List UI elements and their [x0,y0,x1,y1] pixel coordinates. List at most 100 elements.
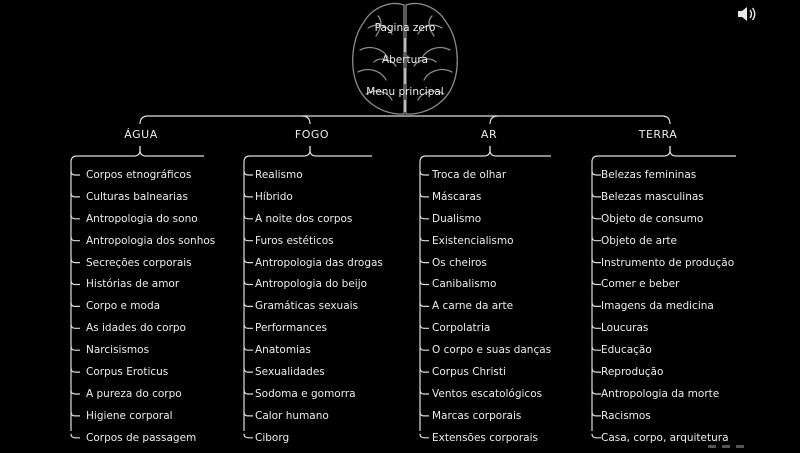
nav-opening[interactable]: Abertura [381,54,429,66]
item-connector [70,258,80,264]
menu-item[interactable]: Higiene corporal [86,409,173,422]
menu-item[interactable]: Antropologia da morte [601,387,720,400]
item-connector [419,236,429,242]
item-connector [243,324,253,329]
item-connector [591,302,601,307]
menu-item[interactable]: Antropologia das drogas [255,256,383,269]
menu-item[interactable]: Existencialismo [432,234,514,247]
menu-item[interactable]: O corpo e suas danças [432,344,552,357]
item-connector [419,258,429,264]
item-connector [419,192,429,198]
menu-item[interactable]: Reprodução [601,366,664,379]
item-connector [419,214,429,220]
menu-item[interactable]: Máscaras [432,190,482,203]
item-connector [419,368,429,373]
menu-item[interactable]: Os cheiros [432,256,487,269]
menu-item[interactable]: Loucuras [601,322,649,335]
menu-item[interactable]: Objeto de arte [601,234,677,247]
menu-item[interactable]: Sexualidades [255,366,325,379]
item-connector [419,280,429,286]
menu-item[interactable]: Secreções corporais [86,256,192,269]
menu-item[interactable]: Gramáticas sexuais [255,300,359,313]
item-connector [591,389,601,395]
item-connector [591,368,601,373]
menu-item[interactable]: Ventos escatológicos [432,387,543,400]
menu-item[interactable]: Corpo e moda [86,300,161,313]
menu-item[interactable]: Belezas masculinas [601,190,704,203]
menu-item[interactable]: Imagens da medicina [601,300,714,313]
menu-item[interactable]: Marcas corporais [432,409,522,422]
menu-item[interactable]: Dualismo [432,212,482,225]
menu-item[interactable]: As idades do corpo [86,322,186,335]
menu-item[interactable]: Corpus Christi [432,366,506,379]
menu-item[interactable]: Canibalismo [432,278,497,291]
menu-item[interactable]: Narcisismos [86,344,150,357]
item-connector [591,324,601,329]
item-connector [70,302,80,307]
menu-item[interactable]: Realismo [255,169,303,181]
item-connector [243,258,253,264]
item-connector [419,346,429,351]
item-connector [419,433,429,439]
menu-item[interactable]: Troca de olhar [432,169,507,181]
menu-item[interactable]: Híbrido [255,190,293,203]
speaker-icon[interactable] [736,5,758,23]
menu-item[interactable]: Ciborg [255,431,290,444]
menu-item[interactable]: Corpus Eroticus [86,366,169,379]
menu-item[interactable]: Antropologia do sono [86,212,198,225]
menu-item[interactable]: Racismos [601,409,651,422]
item-connector [70,170,80,176]
menu-item[interactable]: Casa, corpo, arquitetura [601,431,729,444]
menu-item[interactable]: Educação [601,344,652,357]
nav-main-menu[interactable]: Menu principal [366,86,444,98]
item-connector [243,368,253,373]
item-connector [243,433,253,439]
item-connector [70,324,80,329]
item-connector [70,389,80,395]
item-connector [70,192,80,198]
menu-item[interactable]: Objeto de consumo [601,212,704,225]
pagination-dots [708,445,744,448]
nav-page-zero[interactable]: Pagina zero [374,22,436,34]
menu-item[interactable]: Calor humano [255,409,329,422]
item-connector [70,346,80,351]
menu-item[interactable]: Antropologia do beijo [255,278,368,291]
item-connector [591,214,601,220]
menu-item[interactable]: Culturas balnearias [86,190,188,203]
item-connector [243,302,253,307]
menu-item[interactable]: Corpos de passagem [86,431,197,444]
item-connector [70,433,80,439]
menu-item[interactable]: Corpolatria [432,322,491,335]
menu-item[interactable]: Belezas femininas [601,169,697,181]
menu-item[interactable]: Histórias de amor [86,278,180,291]
menu-item[interactable]: Antropologia dos sonhos [86,234,216,247]
menu-item[interactable]: Comer e beber [601,278,680,291]
element-title-fogo[interactable]: FOGO [294,128,330,141]
item-connector [419,324,429,329]
item-connector [70,368,80,373]
menu-item[interactable]: A noite dos corpos [255,212,353,225]
item-connector [419,170,429,176]
menu-item[interactable]: Corpos etnográficos [86,169,192,181]
element-title-ar[interactable]: AR [480,128,498,141]
element-title-terra[interactable]: TERRA [638,128,678,141]
menu-item[interactable]: Extensões corporais [432,431,538,444]
menu-item[interactable]: Furos estéticos [255,234,334,247]
item-connector [591,192,601,198]
item-connector [591,433,601,439]
item-connector [243,192,253,198]
menu-item[interactable]: Anatomias [255,344,311,357]
item-connector [243,236,253,242]
element-title-agua[interactable]: ÁGUA [124,128,158,141]
item-connector [419,389,429,395]
menu-item[interactable]: Sodoma e gomorra [255,387,356,400]
item-connector [419,302,429,307]
menu-item[interactable]: Performances [255,322,328,335]
menu-item[interactable]: A carne da arte [432,300,514,313]
menu-item[interactable]: Instrumento de produção [601,256,735,269]
menu-item[interactable]: A pureza do corpo [86,387,182,400]
